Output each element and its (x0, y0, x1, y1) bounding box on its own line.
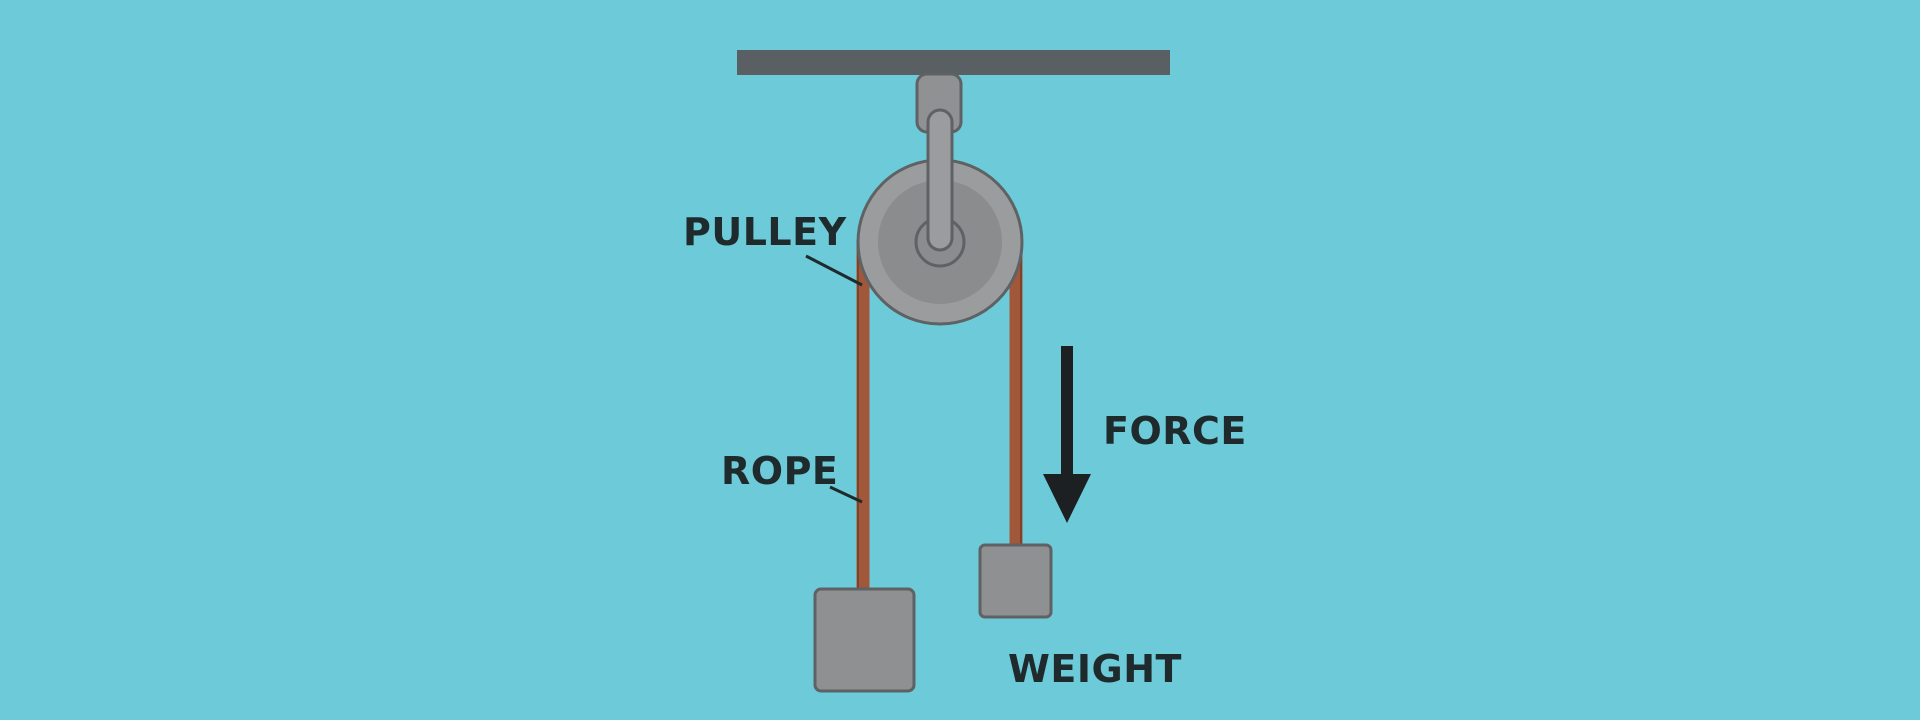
rope-label: ROPE (721, 449, 838, 493)
ceiling-beam (737, 50, 1170, 75)
force-arrow-head (1043, 474, 1091, 523)
pulley-label: PULLEY (683, 210, 847, 254)
force-arrow-shaft (1061, 346, 1073, 476)
force-label: FORCE (1103, 409, 1247, 453)
rope-leader-line (829, 485, 863, 504)
weight-right (978, 543, 1053, 619)
weight-label: WEIGHT (1008, 647, 1182, 691)
weight-left (813, 587, 916, 693)
pulley-leader-line (805, 254, 863, 287)
pulley-hanger (926, 108, 954, 252)
